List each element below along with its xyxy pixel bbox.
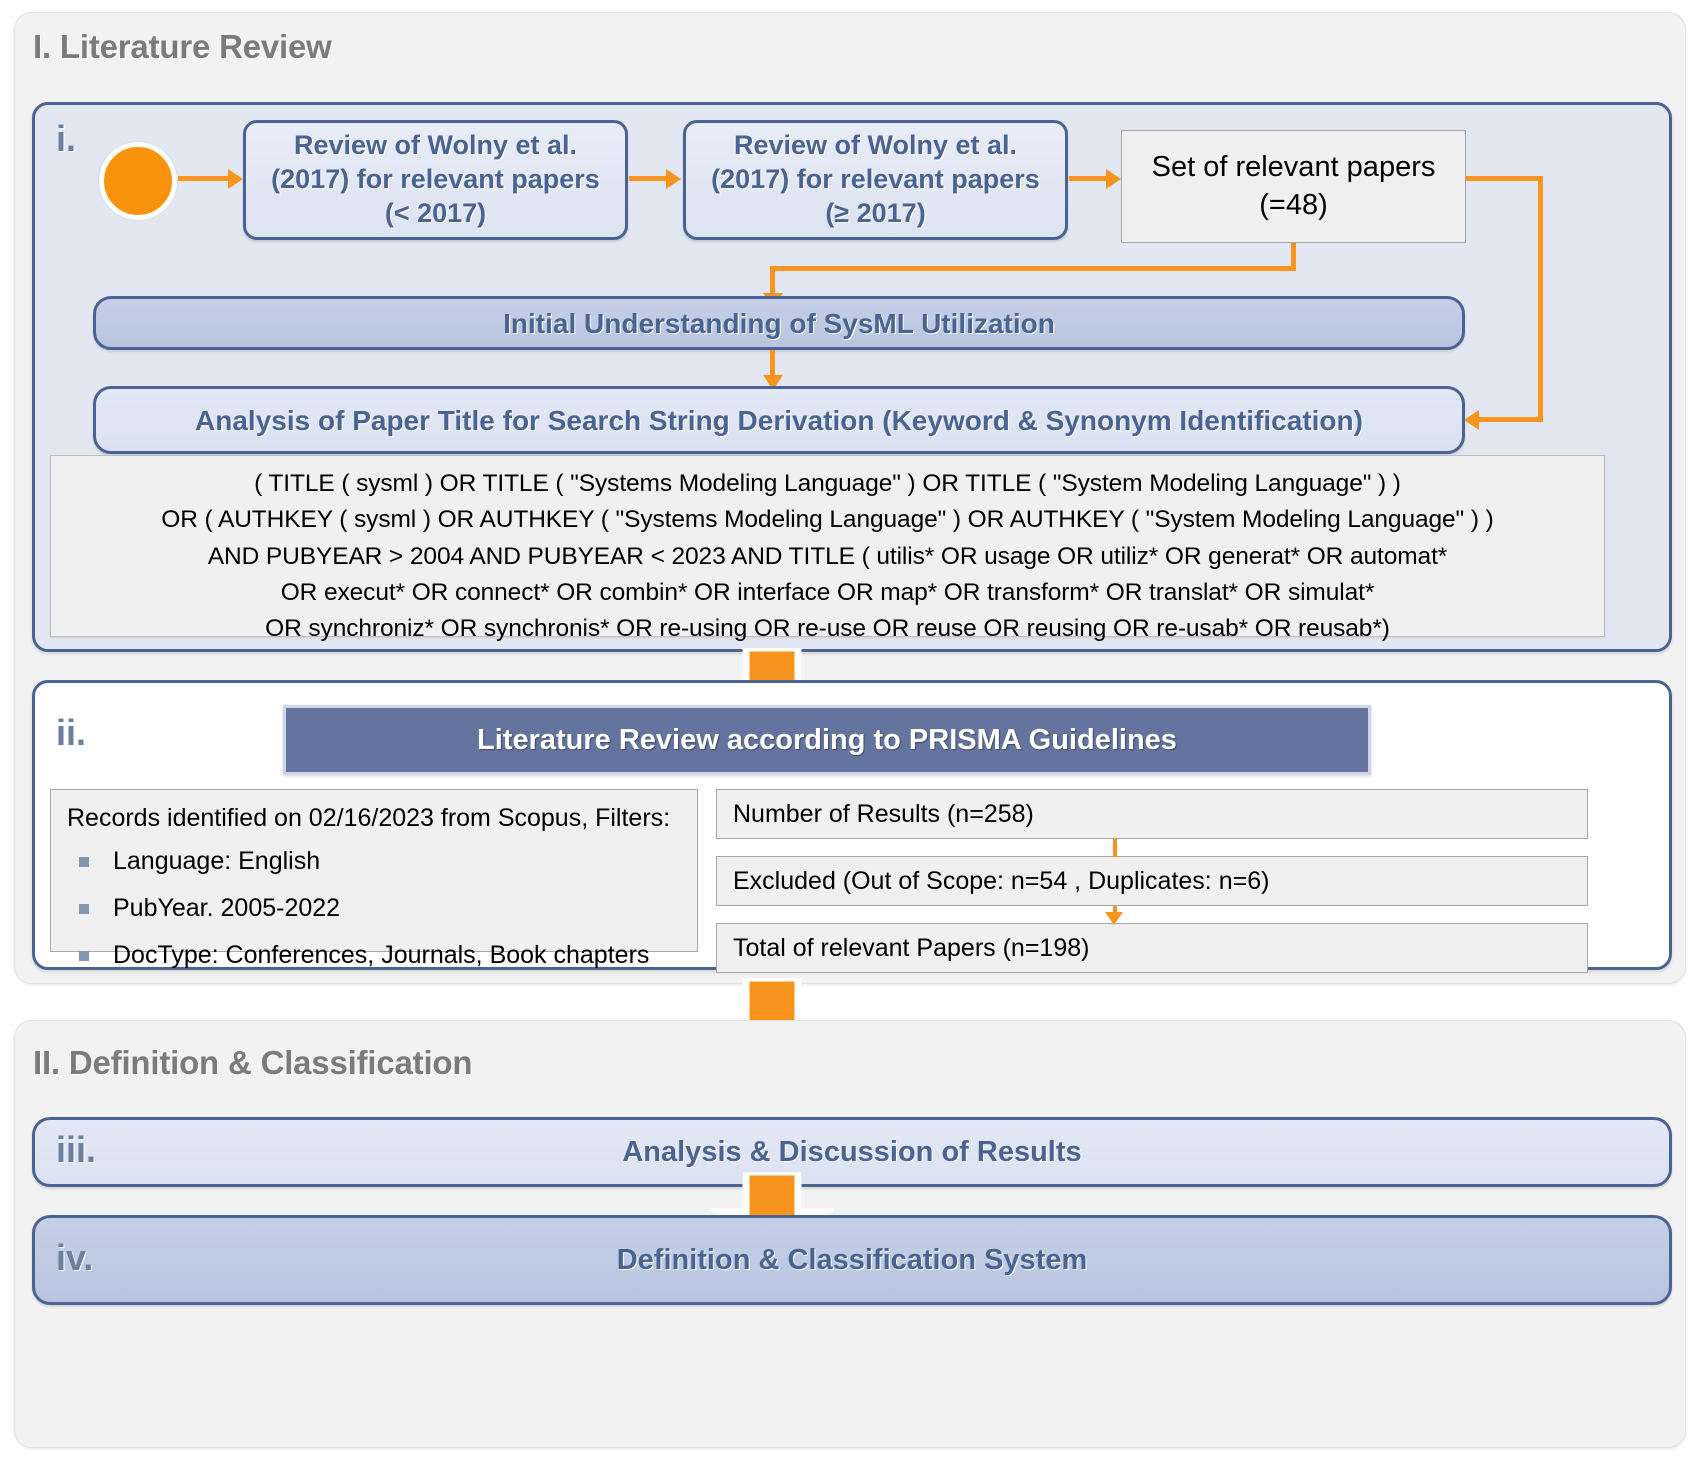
connector-box2-to-set-head xyxy=(1106,168,1121,189)
analysis-paper-title-label: Analysis of Paper Title for Search Strin… xyxy=(195,404,1363,436)
box-analysis-paper-title[interactable]: Analysis of Paper Title for Search Strin… xyxy=(93,386,1465,454)
box-review-wolny-pre-2017[interactable]: Review of Wolny et al. (2017) for releva… xyxy=(243,120,628,240)
step-ii-label: ii. xyxy=(56,712,87,753)
connector-box2-to-set xyxy=(1069,176,1111,181)
connector-box1-to-box2-head xyxy=(666,168,681,189)
search-string-line-5: OR synchroniz* OR synchronis* OR re-usin… xyxy=(265,615,1390,642)
filters-box: Records identified on 02/16/2023 from Sc… xyxy=(50,789,698,969)
connector-set-right xyxy=(1466,176,1543,181)
bullet-icon xyxy=(79,856,89,867)
connector-results-1 xyxy=(1113,839,1117,857)
search-string-box: ( TITLE ( sysml ) OR TITLE ( "Systems Mo… xyxy=(50,455,1605,642)
total-relevant-papers-label: Total of relevant Papers (n=198) xyxy=(733,933,1090,962)
definition-classification-system-label: Definition & Classification System xyxy=(616,1243,1088,1276)
bullet-icon xyxy=(79,903,89,914)
box-review-wolny-post-2017-label: Review of Wolny et al. (2017) for releva… xyxy=(711,130,1040,228)
box-total-relevant-papers[interactable]: Total of relevant Papers (n=198) xyxy=(716,923,1588,973)
search-string-line-1: ( TITLE ( sysml ) OR TITLE ( "Systems Mo… xyxy=(254,470,1401,497)
filters-heading: Records identified on 02/16/2023 from Sc… xyxy=(67,804,671,832)
connector-results-2 xyxy=(1113,906,1117,915)
connector-set-right-down xyxy=(1538,176,1543,422)
box-review-wolny-post-2017[interactable]: Review of Wolny et al. (2017) for releva… xyxy=(683,120,1068,240)
prisma-header-label: Literature Review according to PRISMA Gu… xyxy=(477,723,1177,756)
step-iv-label: iv. xyxy=(56,1237,94,1278)
box-number-of-results[interactable]: Number of Results (n=258) xyxy=(716,789,1588,839)
connector-set-down-2 xyxy=(770,266,775,296)
filter-item-language-label: Language: English xyxy=(113,847,321,875)
stage-2-title: II. Definition & Classification xyxy=(33,1044,473,1081)
search-string-line-4: OR execut* OR connect* OR combin* OR int… xyxy=(280,578,1375,606)
search-string-line-3: AND PUBYEAR > 2004 AND PUBYEAR < 2023 AN… xyxy=(207,542,1448,570)
analysis-discussion-label: Analysis & Discussion of Results xyxy=(622,1135,1082,1168)
set-of-relevant-papers-line2: (=48) xyxy=(1259,188,1328,221)
excluded-results-label: Excluded (Out of Scope: n=54 , Duplicate… xyxy=(733,866,1270,895)
bullet-icon xyxy=(79,950,89,961)
set-of-relevant-papers-line1: Set of relevant papers xyxy=(1151,150,1436,183)
start-node xyxy=(99,142,177,220)
prisma-header-bar: Literature Review according to PRISMA Gu… xyxy=(283,705,1371,775)
connector-start-to-box1 xyxy=(178,176,230,181)
connector-start-to-box1-head xyxy=(228,168,243,189)
search-string-line-2: OR ( AUTHKEY ( sysml ) OR AUTHKEY ( "Sys… xyxy=(161,506,1494,534)
connector-set-down-1 xyxy=(1291,243,1296,270)
step-i-label: i. xyxy=(56,118,77,159)
filter-item-pubyear-label: PubYear. 2005-2022 xyxy=(113,894,341,922)
box-set-of-relevant-papers[interactable]: Set of relevant papers (=48) xyxy=(1121,130,1466,243)
box-excluded-results[interactable]: Excluded (Out of Scope: n=54 , Duplicate… xyxy=(716,856,1588,906)
connector-set-left xyxy=(770,266,1296,271)
connector-set-right-head xyxy=(1464,409,1479,430)
filter-item-language: Language: English xyxy=(79,847,681,876)
initial-understanding-label: Initial Understanding of SysML Utilizati… xyxy=(503,307,1055,339)
number-of-results-label: Number of Results (n=258) xyxy=(733,799,1034,828)
stage-1-title: I. Literature Review xyxy=(33,28,332,65)
box-review-wolny-pre-2017-label: Review of Wolny et al. (2017) for releva… xyxy=(271,130,600,228)
connector-initial-to-analysis xyxy=(770,350,775,378)
box-initial-understanding[interactable]: Initial Understanding of SysML Utilizati… xyxy=(93,296,1465,350)
filter-item-doctype: DocType: Conferences, Journals, Book cha… xyxy=(79,941,681,970)
filter-item-doctype-label: DocType: Conferences, Journals, Book cha… xyxy=(113,941,650,969)
connector-box1-to-box2 xyxy=(629,176,671,181)
filter-item-pubyear: PubYear. 2005-2022 xyxy=(79,894,681,923)
box-definition-classification-system[interactable]: Definition & Classification System xyxy=(32,1215,1672,1305)
connector-results-2-head xyxy=(1105,912,1123,925)
step-iii-label: iii. xyxy=(56,1129,97,1170)
connector-set-right-back xyxy=(1478,417,1540,422)
box-analysis-discussion[interactable]: Analysis & Discussion of Results xyxy=(32,1117,1672,1187)
